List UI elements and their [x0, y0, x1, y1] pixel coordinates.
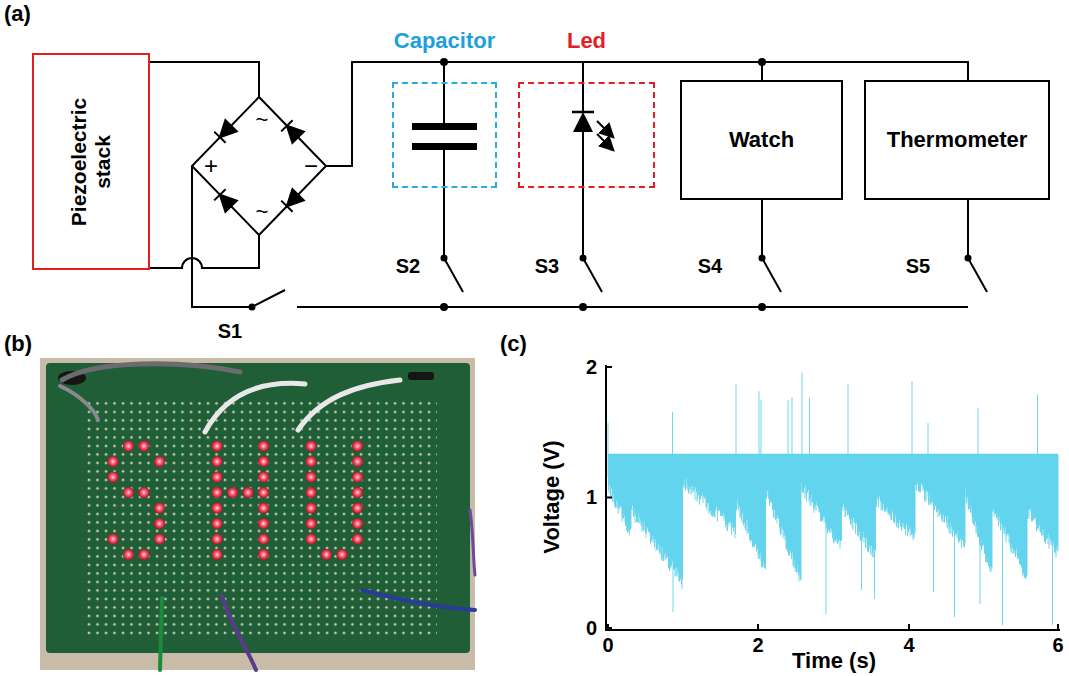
switch-label: S3 — [535, 255, 559, 277]
ac-sign: ~ — [256, 200, 269, 224]
led-dot — [258, 441, 269, 452]
panel-letter: (a) — [4, 2, 31, 26]
y-tick-label: 0 — [586, 617, 597, 639]
watch-box: Watch — [680, 80, 843, 200]
terminal-sign: + — [204, 153, 218, 179]
led-dot — [352, 487, 363, 498]
led-dot — [352, 534, 363, 545]
component-heading: Led — [567, 28, 606, 54]
box-label: Thermometer — [887, 127, 1028, 153]
led-dot — [321, 549, 332, 560]
led-dot — [352, 456, 363, 467]
x-tick-label: 4 — [903, 634, 914, 656]
led-dot — [337, 549, 348, 560]
led-dot — [258, 472, 269, 483]
led-dot — [306, 503, 317, 514]
led-dot — [258, 456, 269, 467]
led-dot — [306, 534, 317, 545]
led-dot — [212, 441, 223, 452]
led-dot — [154, 456, 165, 467]
led-dot — [139, 441, 150, 452]
led-dot — [212, 456, 223, 467]
led-dot — [108, 534, 119, 545]
thermometer-box: Thermometer — [864, 80, 1050, 200]
led-dot — [243, 487, 254, 498]
led-dot — [352, 518, 363, 529]
panel-letter: (b) — [4, 332, 32, 356]
led-dot — [212, 472, 223, 483]
x-axis-title: Time (s) — [792, 649, 876, 673]
led-dot — [212, 534, 223, 545]
ac-sign: ~ — [256, 108, 269, 132]
led-dot — [154, 503, 165, 514]
terminal-sign: − — [304, 153, 318, 179]
led-dot — [352, 503, 363, 514]
led-dot — [258, 487, 269, 498]
led-dot — [108, 456, 119, 467]
led-dot — [154, 534, 165, 545]
led-dot — [139, 549, 150, 560]
box-label: Watch — [729, 127, 794, 153]
led-dot — [258, 503, 269, 514]
x-tick-label: 6 — [1052, 634, 1063, 656]
led-dot — [352, 441, 363, 452]
led-dot — [258, 518, 269, 529]
led-dot — [258, 549, 269, 560]
component-heading: Capacitor — [394, 28, 495, 54]
led-dashed-box: Led — [518, 82, 655, 188]
capacitor-dashed-box: Capacitor — [392, 82, 497, 188]
led-dot — [306, 456, 317, 467]
led-dot — [123, 549, 134, 560]
switch-label: S1 — [218, 320, 242, 342]
led-dot — [108, 472, 119, 483]
led-dot — [139, 487, 150, 498]
y-tick-label: 1 — [586, 486, 597, 508]
led-dot — [154, 518, 165, 529]
led-dot — [123, 441, 134, 452]
y-tick-label: 2 — [586, 356, 597, 378]
y-axis-title: Voltage (V) — [540, 440, 564, 553]
panel-letter: (c) — [500, 332, 527, 356]
led-dot — [306, 518, 317, 529]
x-tick-label: 0 — [602, 634, 613, 656]
x-tick-label: 2 — [752, 634, 763, 656]
led-dot — [123, 487, 134, 498]
led-dot — [212, 518, 223, 529]
led-dot — [212, 503, 223, 514]
switch-label: S2 — [396, 255, 420, 277]
led-dot — [352, 472, 363, 483]
led-dot — [212, 487, 223, 498]
led-dot — [212, 549, 223, 560]
led-dot — [306, 487, 317, 498]
piezo-stack-box: Piezoelectric stack — [32, 53, 150, 270]
led-dot — [258, 534, 269, 545]
voltage-trace — [608, 373, 1058, 625]
led-dot — [306, 472, 317, 483]
switch-label: S4 — [698, 255, 722, 277]
led-dot — [306, 441, 317, 452]
switch-label: S5 — [906, 255, 930, 277]
led-dot — [227, 487, 238, 498]
box-label: Piezoelectric stack — [67, 87, 115, 237]
